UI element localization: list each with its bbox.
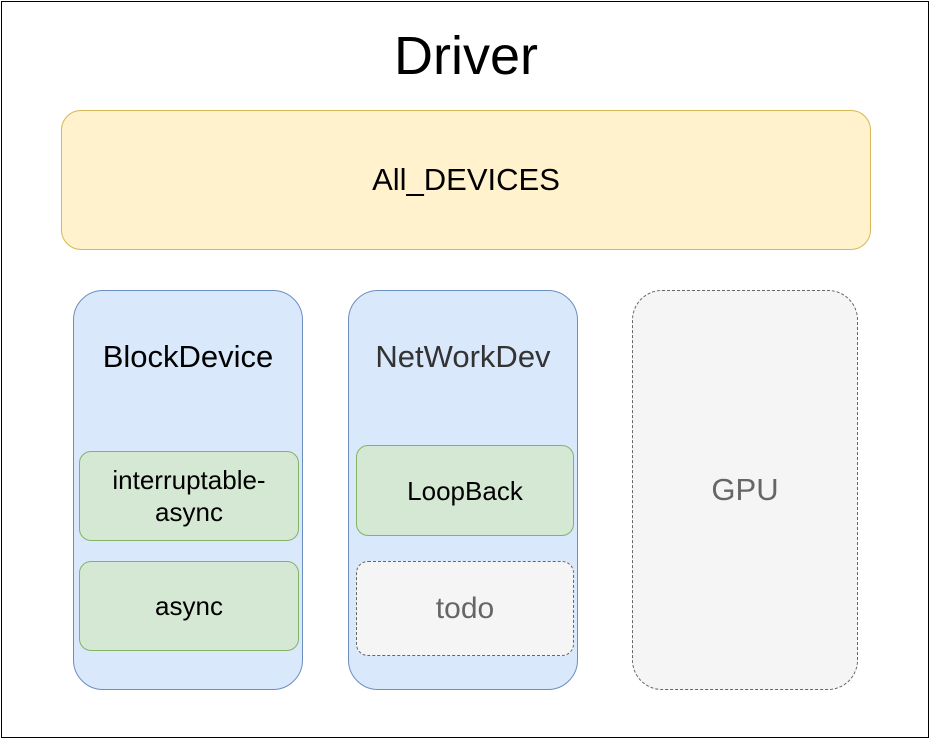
- gpu-label: GPU: [711, 472, 779, 507]
- block-device-box: BlockDevice interruptable-async async: [73, 290, 303, 690]
- loopback-label: LoopBack: [407, 475, 523, 506]
- interruptable-async-box: interruptable-async: [79, 451, 299, 541]
- all-devices-box: All_DEVICES: [61, 110, 871, 250]
- async-label: async: [155, 591, 223, 621]
- network-dev-box: NetWorkDev LoopBack todo: [348, 290, 578, 690]
- all-devices-label: All_DEVICES: [372, 162, 560, 197]
- block-device-label: BlockDevice: [102, 339, 274, 374]
- loopback-box: LoopBack: [356, 445, 574, 536]
- diagram-title: Driver: [394, 26, 538, 86]
- network-dev-label: NetWorkDev: [375, 339, 551, 374]
- interruptable-async-label: interruptable-async: [112, 465, 266, 527]
- gpu-box: GPU: [632, 290, 858, 690]
- todo-box: todo: [356, 561, 574, 656]
- todo-label: todo: [435, 591, 495, 625]
- async-box: async: [79, 561, 299, 651]
